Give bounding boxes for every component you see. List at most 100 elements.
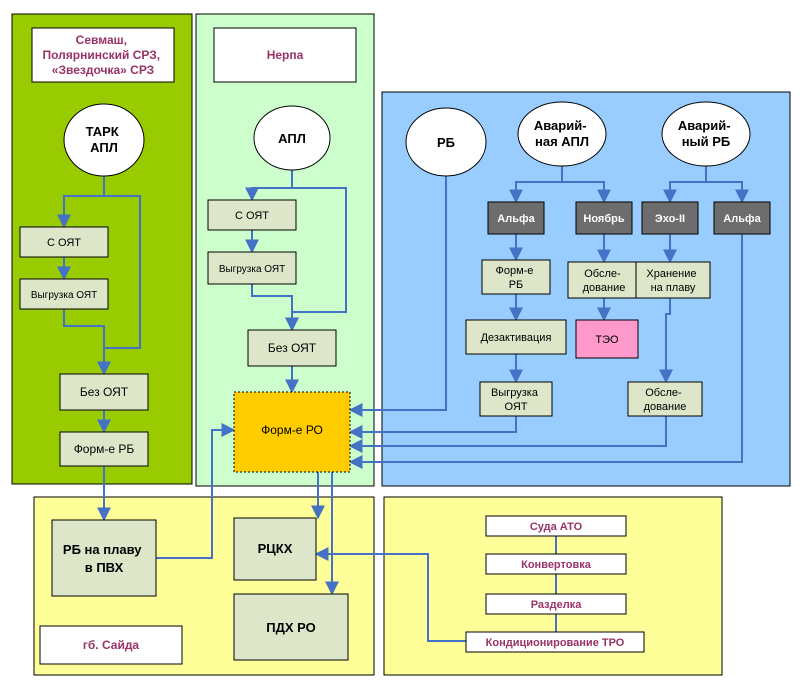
arrow-rb-na-plavu-to-form-ro: [156, 423, 236, 559]
obsledovanie-1-label: Обсле-: [584, 268, 621, 280]
apl-node: АПЛ: [253, 105, 331, 171]
avar-apl-label: Аварий-: [534, 118, 587, 133]
vygruzka-oyat-node: Выгрузка ОЯТ: [19, 278, 109, 310]
obsledovanie-1-node: Обсле- дование: [567, 261, 641, 299]
arrow-rb-to-form-ro: [348, 176, 447, 417]
arrow-apl-to-s-oyat: [245, 170, 293, 202]
vygruzka-oyat-2-label: Выгрузка ОЯТ: [219, 264, 285, 275]
arrow-obsledovanie-2-to-form-ro: [348, 416, 667, 453]
nerpa-label: Нерпа: [267, 48, 304, 62]
konvertovka-label: Конвертовка: [521, 559, 592, 571]
rb-label: РБ: [437, 135, 455, 150]
apl-label: АПЛ: [278, 131, 306, 146]
svg-text:Форм-е РБ: Форм-е РБ: [495, 265, 536, 291]
konditsionirovanie-node: Кондиционирование ТРО: [465, 631, 645, 653]
arrow-avar-rb-to-alfa-2: [706, 181, 749, 204]
s-oyat-node: С ОЯТ: [19, 226, 109, 258]
obsledovanie-2-label: Обсле-: [645, 387, 682, 399]
form-rb-label: Форм-е РБ: [74, 442, 135, 456]
arrow-alfa-2-to-form-ro: [348, 234, 743, 469]
khranenie-label: на плаву: [651, 282, 696, 294]
avar-rb-node: Аварий- ный РБ: [661, 101, 751, 167]
ekho-node: Эхо-II: [641, 201, 699, 235]
alfa-2-label: Альфа: [723, 213, 761, 225]
obsledovanie-2-label: дование: [644, 401, 687, 413]
dezaktivatsiya-label: Дезактивация: [481, 332, 552, 344]
teo-label: ТЭО: [595, 334, 619, 346]
dezaktivatsiya-node: Дезактивация: [465, 319, 567, 355]
sevmash-label-box: Севмаш, Полярнинский СРЗ, «Звездочка» СР…: [31, 27, 175, 83]
form-rb-node: Форм-е РБ: [59, 431, 149, 467]
avar-rb-label: ный РБ: [682, 134, 731, 149]
pdkh-ro-node: ПДХ РО: [233, 593, 349, 661]
form-rb-2-node: Форм-е РБ: [481, 259, 551, 295]
razdelka-node: Разделка: [485, 593, 627, 615]
tark-apl-label: АПЛ: [90, 140, 118, 155]
form-ro-node: Форм-е РО: [233, 391, 351, 473]
konditsionirovanie-label: Кондиционирование ТРО: [486, 637, 625, 649]
rtskh-label: РЦКХ: [258, 541, 293, 556]
rb-node: РБ: [405, 107, 487, 177]
obsledovanie-1-label: дование: [583, 282, 626, 294]
form-ro-label: Форм-е РО: [261, 423, 323, 437]
svg-text:Севмаш, Полярнинский СРЗ: Севмаш, Полярнинский СРЗ, «Звездочка» СР…: [43, 33, 164, 77]
form-rb-2-label: Форм-е: [495, 265, 533, 277]
arrow-avar-apl-to-alfa: [509, 166, 563, 204]
arrow-khranenie-to-obsledovanie-2: [659, 298, 673, 384]
vygruzka-oyat-2-node: Выгрузка ОЯТ: [207, 251, 297, 285]
rb-na-plavu-label: в ПВХ: [85, 560, 124, 575]
arrow-avar-rb-to-ekho: [663, 166, 707, 204]
ekho-label: Эхо-II: [655, 213, 685, 225]
noyabr-label: Ноябрь: [583, 213, 624, 225]
svg-text:РБ на плаву в ПВХ: РБ на плаву в ПВХ: [63, 542, 145, 575]
alfa-label: Альфа: [497, 213, 535, 225]
rb-na-plavu-node: РБ на плаву в ПВХ: [51, 519, 157, 597]
bez-oyat-node: Без ОЯТ: [59, 373, 149, 411]
arrow-tark-to-s-oyat: [57, 176, 105, 229]
razdelka-label: Разделка: [531, 599, 583, 611]
bez-oyat-label: Без ОЯТ: [80, 385, 129, 399]
arrow-konditsionirovanie-to-rtskh: [314, 547, 466, 642]
avar-apl-label: ная АПЛ: [535, 134, 589, 149]
form-rb-2-label: РБ: [509, 279, 524, 291]
sevmash-label-line: «Звездочка» СРЗ: [52, 63, 154, 77]
nerpa-label-box: Нерпа: [213, 27, 357, 83]
pdkh-ro-label: ПДХ РО: [266, 620, 316, 635]
teo-node: ТЭО: [575, 319, 639, 359]
vygruzka-oyat-3-label: ОЯТ: [505, 401, 528, 413]
avar-apl-node: Аварий- ная АПЛ: [517, 101, 607, 167]
konvertovka-node: Конвертовка: [485, 553, 627, 575]
svg-text:Обсле- дование: Обсле- дование: [583, 268, 626, 294]
alfa-node: Альфа: [487, 201, 545, 235]
svg-text:Хранение на плаву: Хранение на плаву: [646, 268, 699, 294]
arrow-vygruzka-3-to-form-ro: [348, 416, 517, 439]
vygruzka-oyat-3-node: Выгрузка ОЯТ: [479, 381, 553, 417]
arrow-avar-apl-to-noyabr: [562, 181, 611, 204]
sevmash-label-line: Полярнинский СРЗ,: [43, 48, 161, 62]
tark-apl-label: ТАРК: [86, 124, 119, 139]
noyabr-node: Ноябрь: [575, 201, 633, 235]
obsledovanie-2-node: Обсле- дование: [627, 381, 703, 417]
svg-text:Выгрузка ОЯТ: Выгрузка ОЯТ: [491, 387, 541, 413]
khranenie-node: Хранение на плаву: [635, 261, 711, 299]
vygruzka-oyat-label: Выгрузка ОЯТ: [31, 290, 97, 301]
saida-label-box: гб. Сайда: [39, 625, 183, 665]
arrow-vygruzka-to-bez-oyat: [63, 309, 111, 376]
svg-text:ТАРК АПЛ: ТАРК АПЛ: [86, 124, 123, 155]
s-oyat-2-label: С ОЯТ: [235, 210, 269, 222]
suda-ato-label: Суда АТО: [530, 521, 583, 533]
connectors: [57, 166, 749, 642]
alfa-2-node: Альфа: [713, 201, 771, 235]
vygruzka-oyat-3-label: Выгрузка: [491, 387, 539, 399]
bez-oyat-2-node: Без ОЯТ: [247, 329, 337, 367]
bez-oyat-2-label: Без ОЯТ: [268, 341, 317, 355]
khranenie-label: Хранение: [646, 268, 696, 280]
sevmash-label-line: Севмаш,: [76, 33, 127, 47]
saida-label: гб. Сайда: [83, 638, 140, 652]
rb-na-plavu-label: РБ на плаву: [63, 542, 142, 557]
rtskh-node: РЦКХ: [233, 517, 317, 581]
arrow-vygruzka-2-to-bez-oyat: [251, 284, 299, 332]
avar-rb-label: Аварий-: [678, 118, 731, 133]
s-oyat-2-node: С ОЯТ: [207, 199, 297, 231]
